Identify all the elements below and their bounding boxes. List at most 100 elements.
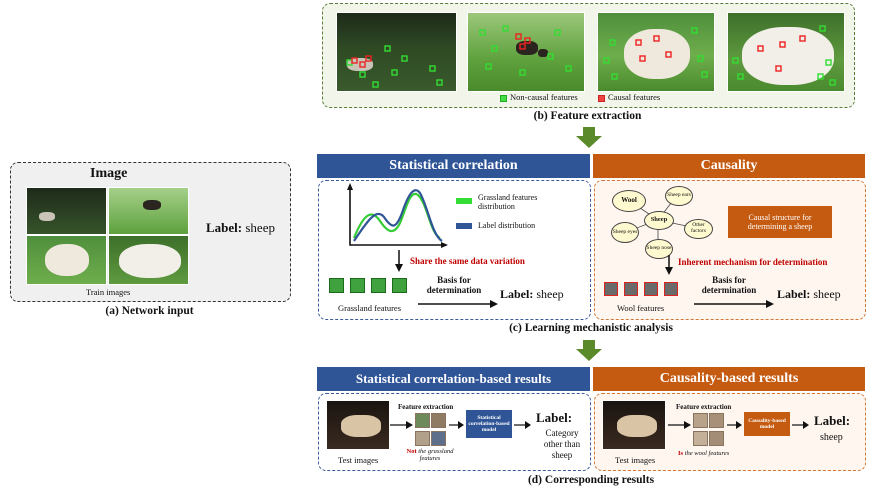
right-arrow-icon [694,300,774,308]
grass-tile [392,278,407,293]
wool-tile [604,282,618,296]
caus-result-label-value: sheep [820,432,843,443]
grassland-features-label: Grassland features [338,303,402,313]
label-key: Label: [500,287,534,301]
down-arrow-icon [576,340,602,361]
sheep-photo-dark-field [336,12,457,92]
feature-tile [693,431,708,446]
inherent-mechanism-text: Inherent mechanism for determination [678,257,828,267]
legend-grass-label: Grassland features distribution [478,193,538,211]
right-arrow-icon [390,421,413,429]
caus-feature-tiles [693,413,724,446]
down-arrow-inherent-icon [665,255,673,275]
feature-markers [346,25,836,88]
test-image [326,400,390,450]
grassland-feature-tiles [329,278,407,293]
train-image-2 [108,187,189,235]
is-wool-text: Is the wool features [678,450,729,457]
stat-model-text: Statistical correlation-based model [468,414,510,434]
caption-c: (c) Learning mechanistic analysis [509,322,673,334]
node-other: Other factors [684,219,713,239]
grass-tile [371,278,386,293]
causal-structure-box: Causal structure for determining a sheep [728,206,832,238]
down-arrow-icon [576,127,602,148]
feature-tile [693,413,708,428]
not-word: Not [406,448,417,455]
feature-tile [415,413,430,428]
label-value: sheep [536,287,564,301]
caption-b: (b) Feature extraction [533,110,642,122]
statistical-correlation-header: Statistical correlation [317,154,590,178]
stat-results-header: Statistical correlation-based results [317,367,590,391]
feature-extraction-label: Feature extraction [398,403,454,411]
stat-result-label-key: Label: [536,410,573,425]
right-arrow-icon [514,421,531,429]
grass-tile [329,278,344,293]
stat-model-box: Statistical correlation-based model [466,410,512,438]
caus-results-header: Causality-based results [593,367,865,391]
wool-tile [644,282,658,296]
label-value: sheep [813,287,841,301]
wool-tile [624,282,638,296]
basis-text-stat: Basis for determination [426,275,482,295]
wool-feature-tiles [604,282,678,296]
legend-noncausal-swatch [500,95,507,102]
node-sheep: Sheep [644,211,674,230]
feature-tile [709,431,724,446]
label-key: Label: [777,287,811,301]
right-arrow-icon [418,300,498,308]
down-arrow-share-icon [395,250,403,272]
wool-tile [664,282,678,296]
statistical-correlation-panel [318,180,591,320]
right-arrow-icon [668,421,691,429]
network-input-label: Label: sheep [206,220,275,236]
train-images-label: Train images [86,287,131,297]
legend-label-distribution-label: Label distribution [478,221,536,230]
train-image-3 [26,235,107,285]
legend-noncausal-label: Non-causal features [510,92,578,102]
test-image [602,400,666,450]
caus-label: Label: sheep [777,287,841,302]
share-variation-text: Share the same data variation [410,256,525,266]
is-rest: the wool features [684,450,730,457]
train-image-1 [26,187,107,235]
grassland-distribution-line [352,192,441,239]
distribution-plot [347,183,448,248]
caption-a: (a) Network input [105,305,194,317]
legend-causal-label: Causal features [608,92,661,102]
legend-label-swatch [456,223,472,229]
legend-causal-swatch [598,95,605,102]
right-arrow-icon [792,421,809,429]
caus-model-box: Causality-based model [744,412,790,436]
label-value: sheep [245,220,275,235]
causal-structure-text: Causal structure for determining a sheep [747,212,813,231]
feature-tile [431,431,446,446]
train-image-4 [108,235,189,285]
feature-extraction-label: Feature extraction [676,403,732,411]
caus-model-text: Causality-based model [748,417,786,430]
node-eyes: Sheep eyes [611,222,639,243]
wool-features-label: Wool features [617,303,665,313]
feature-tile [431,413,446,428]
causality-header: Causality [593,154,865,178]
legend-grass-swatch [456,198,472,204]
node-ears: Sheep ears [665,186,693,206]
stat-label: Label: sheep [500,287,564,302]
test-images-label: Test images [338,455,379,465]
node-nose: Sheep nose [645,239,673,259]
feature-tile [709,413,724,428]
caption-d: (d) Corresponding results [527,474,655,486]
node-wool: Wool [612,190,646,212]
label-distribution-line [353,189,443,242]
test-images-label: Test images [615,455,656,465]
right-arrow-icon [449,421,464,429]
is-word: Is [678,450,684,457]
sheep-photo-field-with-lamb [467,12,585,92]
stat-feature-tiles [415,413,446,446]
right-arrow-icon [727,421,742,429]
feature-tile [415,431,430,446]
caus-result-label-key: Label: [814,413,851,428]
stat-result-label-value: Category other than sheep [543,428,581,460]
label-key: Label: [206,220,243,235]
image-title: Image [90,166,128,181]
